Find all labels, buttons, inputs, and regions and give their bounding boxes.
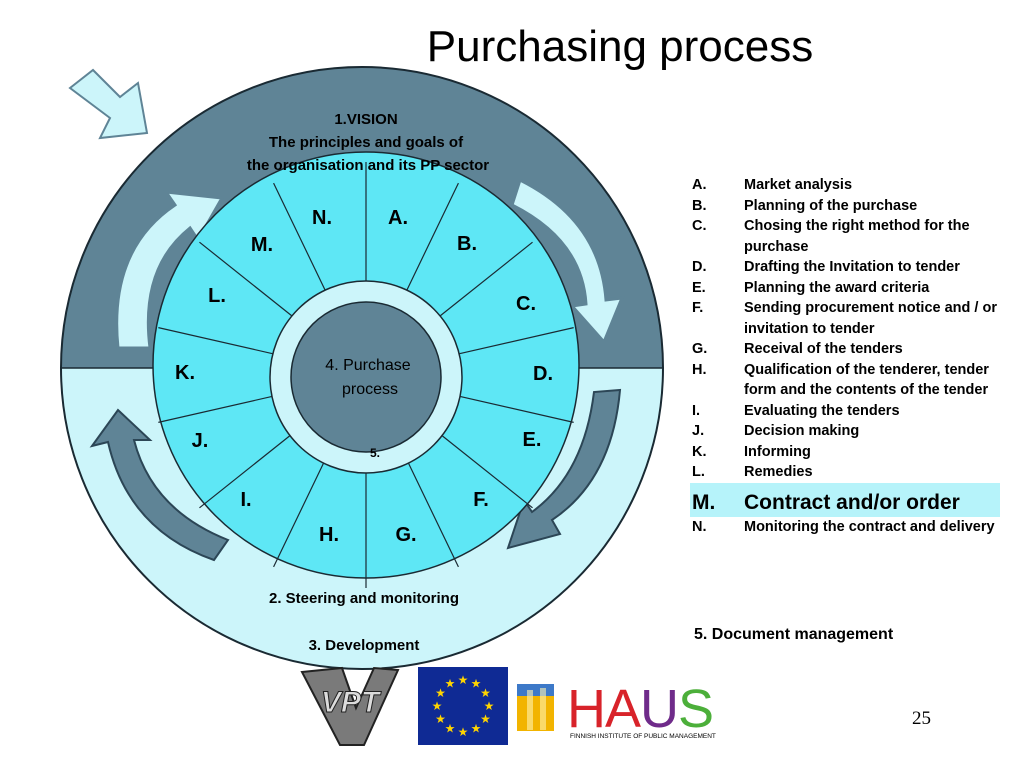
legend-item-key: N.	[692, 518, 707, 535]
segment-label-f: F.	[473, 489, 489, 511]
legend-item: L. Remedies	[692, 462, 1018, 483]
legend-item-key: D.	[692, 259, 707, 275]
legend-item-text: Chosing the right method for the purchas…	[744, 218, 970, 255]
wheel-spoke	[273, 182, 329, 296]
legend-item-text: Informing	[744, 443, 811, 460]
arrow-down-left-icon	[506, 388, 622, 550]
legend-item-text: Planning the award criteria	[744, 279, 930, 296]
segment-label-h: H.	[319, 524, 339, 546]
legend-item: F. Sending procurement notice and / or in…	[692, 298, 1018, 339]
legend-item-key: E.	[692, 279, 706, 296]
legend-item-key: I.	[692, 402, 701, 419]
wheel-spoke	[273, 454, 329, 568]
legend-item: A. Market analysis	[692, 175, 1018, 196]
legend-item-text: Receival of the tenders	[744, 341, 903, 357]
arrow-up-left-icon	[115, 190, 225, 350]
segment-label-k: K.	[175, 362, 195, 384]
wheel-spoke	[158, 327, 281, 357]
segment-label-m: M.	[251, 234, 273, 256]
arrow-down-right-icon	[510, 177, 625, 345]
legend-item: G. Receival of the tenders	[692, 339, 1018, 360]
legend-item-text: Decision making	[744, 423, 860, 439]
wheel-spoke	[451, 393, 574, 423]
wheel-spoke	[451, 327, 574, 357]
hub-label-line-2: process	[342, 381, 398, 398]
legend-item-text: Evaluating the tenders	[744, 402, 900, 419]
legend-item-key: C.	[692, 218, 707, 234]
legend-item-key: L.	[692, 464, 705, 480]
legend-item-key: H.	[692, 361, 707, 378]
page-number: 25	[912, 708, 931, 729]
segment-label-n: N.	[312, 207, 332, 229]
cycle-arrows	[89, 177, 625, 562]
development-label: 3. Development	[309, 637, 420, 654]
legend-item-key: K.	[692, 443, 707, 460]
legend-item-text: Remedies	[744, 464, 813, 480]
legend-item-key: M.	[692, 490, 716, 514]
segment-label-g: G.	[395, 524, 416, 546]
legend-item: M. Contract and/or order	[690, 482, 1000, 517]
hub-center	[290, 301, 442, 453]
segment-label-j: J.	[192, 430, 209, 452]
segment-label-e: E.	[523, 429, 542, 451]
legend-item-key: F.	[692, 300, 704, 316]
segment-label-c: C.	[516, 293, 536, 315]
hub-label-line-1: 4. Purchase	[325, 357, 410, 374]
legend-item-text: Drafting the Invitation to tender	[744, 259, 960, 275]
segment-label-i: I.	[240, 489, 251, 511]
legend-item: H. Qualification of the tenderer, tender …	[692, 360, 1018, 401]
hub-number: 5.	[370, 446, 380, 460]
segment-label-a: A.	[388, 207, 408, 229]
wheel-spoke	[199, 429, 298, 509]
legend-item-key: J.	[692, 423, 705, 439]
legend-item: K. Informing	[692, 442, 1018, 463]
segment-label-b: B.	[457, 233, 477, 255]
legend-item: N. Monitoring the contract and delivery	[692, 517, 1018, 538]
legend-item-key: A.	[692, 177, 707, 193]
segment-label-d: D.	[533, 363, 553, 385]
legend-item-text: Sending procurement notice and / or invi…	[744, 300, 997, 337]
legend-item: J. Decision making	[692, 421, 1018, 442]
segment-label-l: L.	[208, 285, 226, 307]
legend-item-text: Contract and/or order	[744, 490, 960, 514]
legend-item-text: Planning of the purchase	[744, 197, 918, 214]
page-title: Purchasing process	[426, 22, 814, 71]
arrow-up-left-lower-icon	[89, 408, 230, 562]
vision-number: 1.VISION	[334, 111, 397, 128]
wheel-spoke	[403, 454, 459, 568]
wheel-spoke	[199, 241, 298, 321]
legend-item-key: B.	[692, 197, 707, 214]
legend-item-text: Market analysis	[744, 177, 853, 193]
wheel-spoke	[158, 393, 281, 423]
legend-item-text: Qualification of the tenderer, tender fo…	[744, 361, 989, 399]
legend-item: E. Planning the award criteria	[692, 278, 1018, 299]
wheel-spoke	[434, 429, 533, 509]
vision-line-2: the organisation and its PP sector	[247, 157, 489, 174]
legend-item: I. Evaluating the tenders	[692, 401, 1018, 422]
wheel-spoke	[434, 241, 533, 321]
legend-item: D. Drafting the Invitation to tender	[692, 257, 1018, 278]
document-management-note: 5. Document management	[694, 626, 894, 643]
legend-item: C. Chosing the right method for the purch…	[692, 216, 1018, 257]
legend-item: B. Planning of the purchase	[692, 196, 1018, 217]
wheel-spoke	[403, 182, 459, 296]
pointer-arrow-icon	[68, 68, 149, 140]
legend-item-key: G.	[692, 341, 708, 357]
steering-label: 2. Steering and monitoring	[269, 590, 459, 607]
process-wheel	[152, 151, 580, 588]
vision-line-1: The principles and goals of	[269, 134, 464, 151]
legend-item-text: Monitoring the contract and delivery	[744, 518, 995, 535]
